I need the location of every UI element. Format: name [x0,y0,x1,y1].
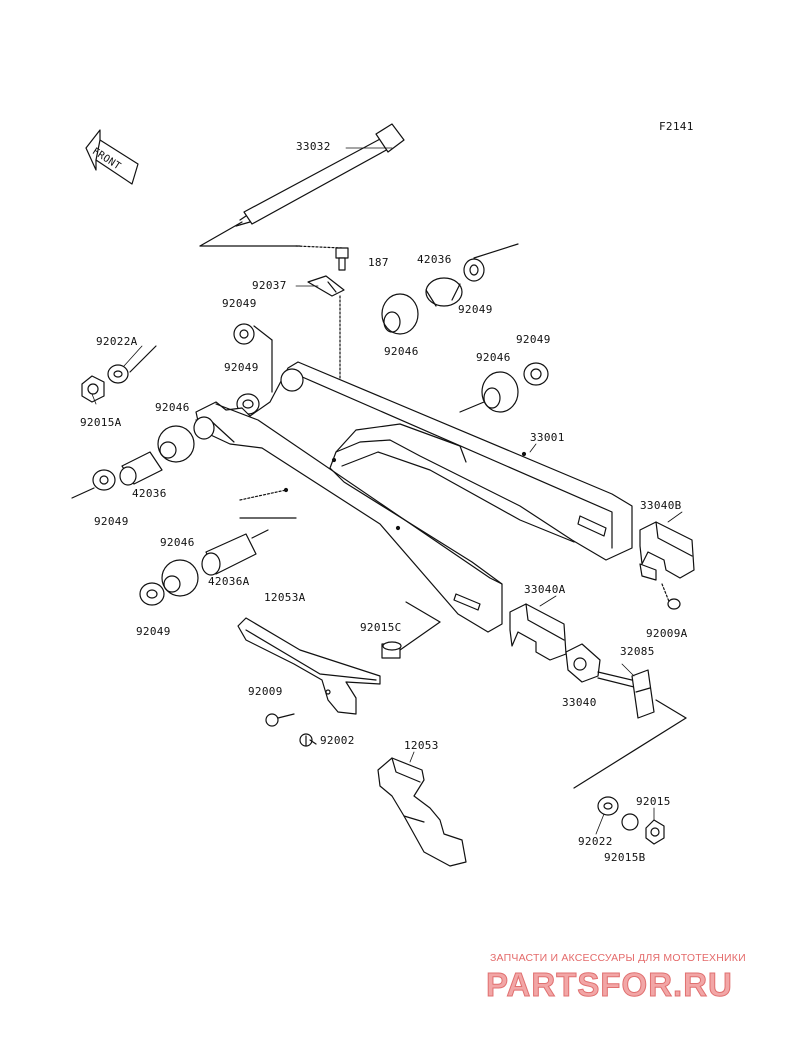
watermark-tagline: ЗАПЧАСТИ И АКСЕССУАРЫ ДЛЯ МОТОТЕХНИКИ [490,952,746,964]
part-label: 92015 [636,795,671,808]
swingarm-33001 [193,361,633,633]
part-label: 187 [368,256,389,269]
part-label: 92046 [476,351,511,364]
part-label: 92049 [222,297,257,310]
part-label: 42036A [208,575,250,588]
chain-guide-12053A [237,617,381,715]
nut-92015A [81,375,105,403]
part-label: 33040A [524,583,566,596]
part-label: 92049 [94,515,129,528]
part-label: 92049 [458,303,493,316]
seal-92049-right-mid [523,362,549,386]
part-label: 92015B [604,851,646,864]
seal-92049-right-top [463,258,485,282]
collar-42036-left [119,451,163,486]
part-label: 92015A [80,416,122,429]
nut-92015 [645,819,665,845]
part-label: 92022A [96,335,138,348]
adjuster-33040A [509,603,567,661]
part-label: 33032 [296,140,331,153]
part-label: 92046 [155,401,190,414]
collar-42036-right [425,277,463,307]
screw-92002 [299,733,317,747]
cover-12053 [377,757,467,867]
part-label: 92049 [516,333,551,346]
part-label: 33001 [530,431,565,444]
part-label: 42036 [132,487,167,500]
part-label: 12053A [264,591,306,604]
seal-92049-left-lower [139,582,165,606]
part-label: 32085 [620,645,655,658]
adjuster-33040B [639,521,695,581]
part-label: 92022 [578,835,613,848]
seal-92049-left-bottom [92,469,116,491]
bolt-187 [335,247,349,271]
bolt-92009A [667,598,681,610]
part-label: 92049 [224,361,259,374]
part-label: 92009A [646,627,688,640]
part-label: 92049 [136,625,171,638]
part-label: 92015C [360,621,402,634]
bearing-92046-left-top [157,425,195,463]
figure-code: F2141 [659,120,694,133]
part-label: 92002 [320,734,355,747]
part-label: 92037 [252,279,287,292]
bearing-92046-right-top [381,293,419,335]
nut-92015B [621,813,639,831]
part-label: 33040 [562,696,597,709]
collar-92015C [381,641,402,659]
front-arrow-icon [85,129,139,185]
collar-42036A [201,533,257,576]
part-label: 42036 [417,253,452,266]
block-32085 [631,669,655,719]
washer-92022 [597,796,619,816]
watermark-logo: PARTSFOR.RU [486,966,733,1004]
part-label: 92046 [384,345,419,358]
part-label: 92046 [160,536,195,549]
seal-92049-left-top [233,323,255,345]
clip-92037 [307,275,345,297]
bearing-92046-right-mid [481,371,519,413]
part-label: 92009 [248,685,283,698]
bolt-92009 [265,713,295,727]
washer-92022A [107,364,129,384]
part-label: 12053 [404,739,439,752]
part-label: 33040B [640,499,682,512]
bearing-92046-left-bottom [161,559,199,597]
